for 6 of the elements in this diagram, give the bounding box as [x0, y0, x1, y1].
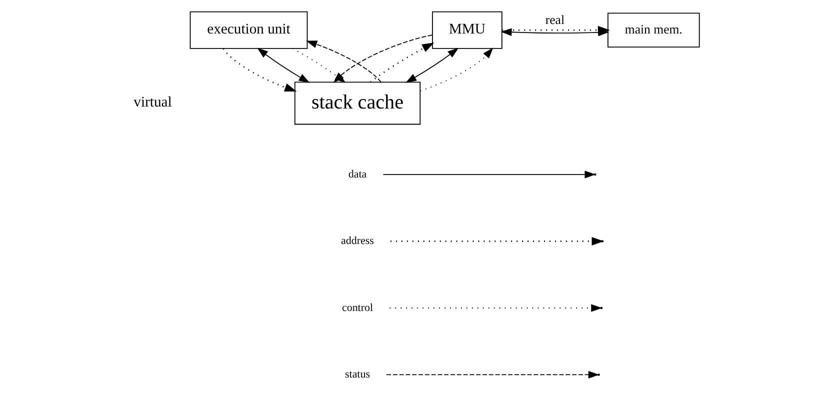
legend-label: data — [348, 168, 366, 180]
legend-label: control — [341, 302, 373, 314]
label: virtual — [133, 94, 172, 111]
legend-label: address — [340, 235, 374, 248]
edge-label: real — [544, 12, 564, 27]
legend-label: status — [344, 368, 370, 381]
